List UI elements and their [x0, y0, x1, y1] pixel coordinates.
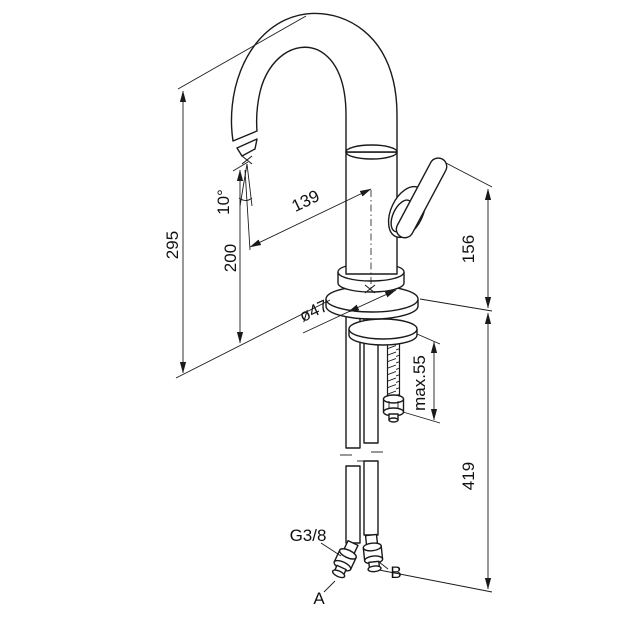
under-deck-washer	[348, 318, 418, 346]
handle-assembly	[387, 157, 448, 239]
handle-lever	[395, 157, 448, 239]
total-height-value: 295	[163, 231, 182, 259]
handle-height-value: 156	[459, 235, 478, 263]
spout-body-joint	[345, 144, 398, 160]
connection-a-value: A	[313, 589, 325, 608]
hose-length-value: 419	[459, 462, 478, 490]
flexible-hose-left	[345, 313, 361, 544]
connection-b-value: B	[390, 563, 401, 582]
label-thread-size: G3/8	[290, 526, 342, 557]
aerator-tip	[236, 138, 258, 157]
outlet-height-value: 200	[221, 244, 240, 272]
spray-angle-value: 10°	[214, 189, 233, 215]
thread-size-value: G3/8	[290, 526, 327, 545]
flexible-hose-right	[363, 313, 379, 536]
dim-hose-length: 419	[378, 312, 493, 593]
spout-reach-value: 139	[289, 186, 323, 216]
label-connection-a: A	[313, 580, 336, 608]
max-thickness-value: max.55	[410, 355, 429, 411]
dim-total-height: 295	[163, 15, 331, 379]
aerator-center-mark-icon	[241, 155, 253, 165]
hose-break-marks	[340, 451, 383, 462]
connector-a	[331, 539, 359, 579]
mounting-nut	[382, 394, 405, 423]
threaded-stud	[386, 339, 401, 399]
dim-handle-height: 156	[419, 162, 493, 312]
connector-b	[362, 533, 384, 573]
label-connection-b: B	[378, 561, 402, 582]
dim-max-thickness: max.55	[402, 333, 441, 424]
gooseneck-spout	[230, 12, 398, 165]
